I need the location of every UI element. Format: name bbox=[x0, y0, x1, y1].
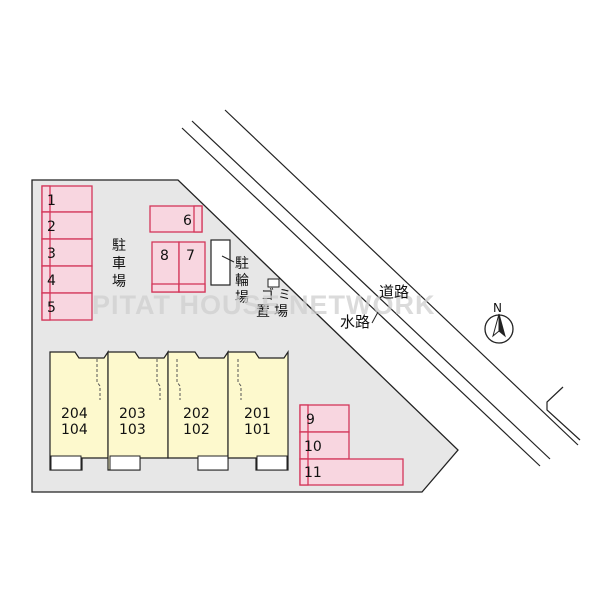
watermark: PITAT HOUSE NETWORK bbox=[92, 290, 436, 320]
parking-space-2-label: 2 bbox=[47, 219, 56, 235]
unit-201-label-lower: 101 bbox=[244, 422, 271, 438]
north-label: N bbox=[493, 301, 502, 315]
unit-203-label-lower: 103 bbox=[119, 422, 146, 438]
parking-space-4-label: 4 bbox=[47, 273, 56, 289]
parking-space-6-label: 6 bbox=[183, 213, 192, 229]
unit-203-divider bbox=[156, 359, 161, 400]
unit-202-entry bbox=[197, 455, 229, 471]
parking-group-left: 1 2 3 4 5 bbox=[41, 185, 93, 321]
waterway-leader bbox=[371, 311, 379, 324]
parking-space-10-label: 10 bbox=[304, 439, 322, 455]
bike-parking-char-2: 輪 bbox=[235, 272, 249, 289]
parking-space-3-label: 3 bbox=[47, 246, 56, 262]
garbage-char-2: ミ bbox=[278, 288, 291, 303]
road-edges bbox=[181, 109, 579, 467]
unit-203-label-upper: 203 bbox=[119, 406, 146, 422]
north-arrow-icon: N bbox=[484, 301, 514, 344]
bike-parking-leader bbox=[221, 255, 235, 263]
road-label: 道路 bbox=[379, 283, 409, 301]
unit-203-entry bbox=[109, 455, 141, 471]
parking-space-7-label: 7 bbox=[186, 248, 195, 264]
bike-parking-char-3: 場 bbox=[235, 290, 249, 306]
road-corner bbox=[546, 386, 581, 441]
garbage-char-3: 置 bbox=[256, 304, 270, 320]
building: 204 104 203 103 202 102 201 101 bbox=[49, 350, 289, 471]
unit-201 bbox=[227, 350, 289, 471]
unit-204-divider bbox=[96, 359, 101, 400]
unit-204-entry bbox=[50, 455, 82, 471]
unit-201-label-upper: 201 bbox=[244, 406, 271, 422]
unit-204-label-upper: 204 bbox=[61, 406, 88, 422]
unit-202-divider bbox=[176, 359, 181, 400]
unit-202-label-lower: 102 bbox=[183, 422, 210, 438]
parking-space-6-marker bbox=[193, 205, 203, 233]
garbage-char-4: 場 bbox=[274, 304, 288, 320]
parking-space-6 bbox=[149, 205, 203, 233]
parking-lot-char-1: 駐 bbox=[112, 238, 126, 254]
unit-204-label-lower: 104 bbox=[61, 422, 88, 438]
parking-space-7-marker bbox=[178, 283, 206, 293]
bike-parking-area bbox=[210, 239, 231, 286]
parking-space-5-label: 5 bbox=[47, 300, 56, 316]
parking-space-9-label: 9 bbox=[306, 412, 315, 428]
parking-lot-char-3: 場 bbox=[112, 274, 126, 290]
unit-201-entry bbox=[256, 455, 288, 471]
bike-parking-char-1: 駐 bbox=[235, 256, 249, 272]
parking-lot-char-2: 車 bbox=[112, 255, 126, 272]
unit-201-divider bbox=[237, 359, 242, 400]
garbage-box bbox=[267, 278, 280, 288]
waterway-label: 水路 bbox=[340, 313, 370, 331]
unit-204 bbox=[49, 350, 109, 471]
parking-space-11-label: 11 bbox=[304, 465, 322, 481]
garbage-char-1: ゴ bbox=[261, 287, 274, 303]
unit-202-label-upper: 202 bbox=[183, 406, 210, 422]
parking-space-8-label: 8 bbox=[160, 248, 169, 264]
parking-space-11-marker bbox=[299, 458, 309, 486]
parking-space-5-marker bbox=[41, 292, 51, 321]
parking-space-1-label: 1 bbox=[47, 193, 56, 209]
